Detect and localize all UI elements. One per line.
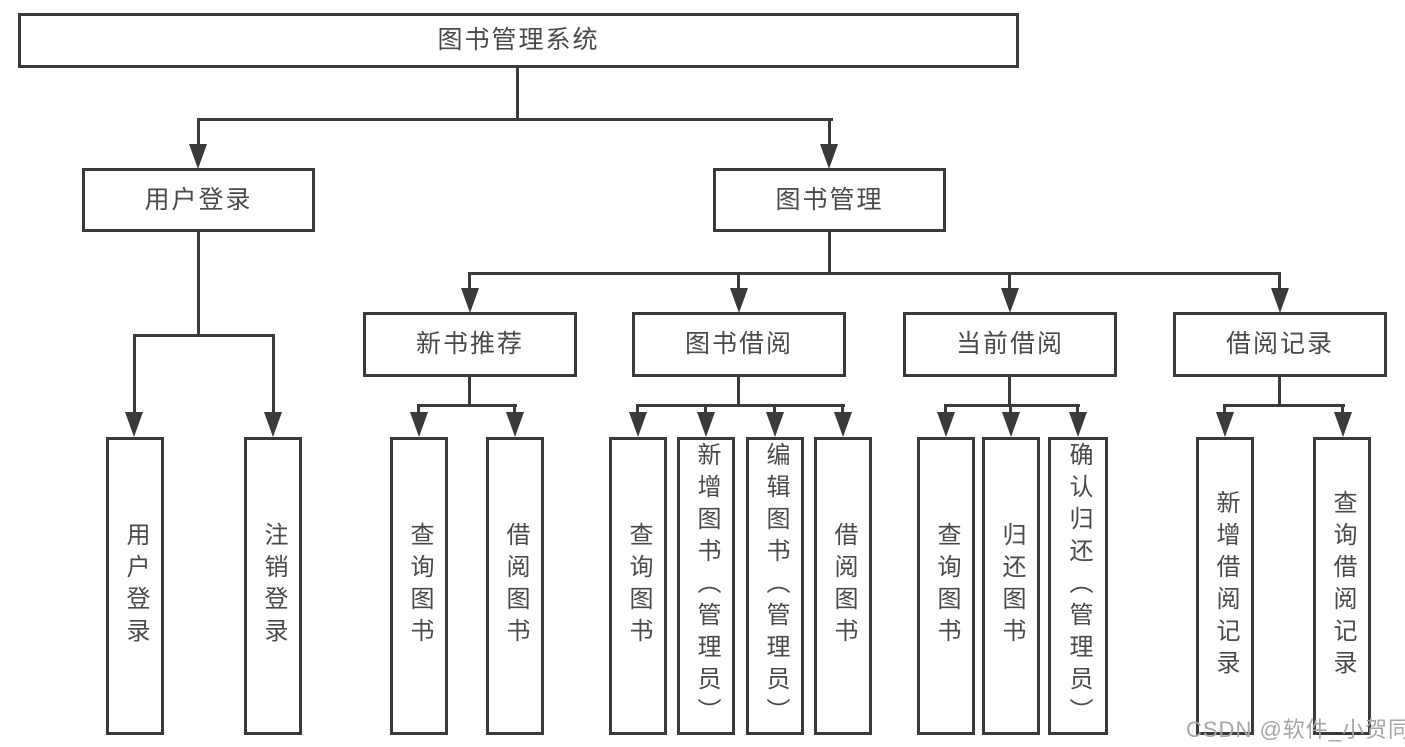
edge-current-hline xyxy=(944,404,1080,407)
edge-borrow-stub xyxy=(773,404,776,416)
node-user-login: 用户登录 xyxy=(82,168,315,232)
leaf-user-login: 用户登录 xyxy=(106,437,164,735)
leaf-logout: 注销登录 xyxy=(244,437,302,735)
arrow-down-icon xyxy=(820,144,838,169)
edge-rec-vline xyxy=(468,377,471,407)
node-book-management-label: 图书管理 xyxy=(775,185,884,214)
leaf-label: 查询图书 xyxy=(406,522,433,650)
arrow-down-icon xyxy=(125,412,143,437)
edge-login-right-stub xyxy=(272,334,275,416)
arrow-down-icon xyxy=(1069,412,1087,437)
arrow-down-icon xyxy=(937,412,955,437)
leaf-label: 注销登录 xyxy=(260,522,287,650)
arrow-down-icon xyxy=(264,412,282,437)
arrow-down-icon xyxy=(629,412,647,437)
leaf-label: 查询借阅记录 xyxy=(1329,490,1356,682)
leaf-query-borrow-record: 查询借阅记录 xyxy=(1313,437,1371,735)
leaf-label: 用户登录 xyxy=(122,522,149,650)
leaf-label: 归还图书 xyxy=(998,522,1025,650)
edge-borrow-vline xyxy=(737,377,740,407)
leaf-label: 编辑图书（管理员） xyxy=(762,442,789,730)
edge-current-stub xyxy=(944,404,947,416)
edge-to-rec-stub xyxy=(468,272,471,292)
leaf-add-borrow-record: 新增借阅记录 xyxy=(1196,437,1254,735)
edge-records-stub xyxy=(1223,404,1226,416)
arrow-down-icon xyxy=(506,412,524,437)
arrow-down-icon xyxy=(730,288,748,313)
leaf-query-books-borrow: 查询图书 xyxy=(609,437,667,735)
leaf-confirm-return-admin: 确认归还（管理员） xyxy=(1048,437,1108,735)
edge-current-stub xyxy=(1076,404,1079,416)
node-book-borrow-label: 图书借阅 xyxy=(684,330,793,358)
node-borrow-records-label: 借阅记录 xyxy=(1225,330,1334,358)
edge-to-borrow-stub xyxy=(737,272,740,292)
edge-login-left-stub xyxy=(133,334,136,416)
arrow-down-icon xyxy=(1001,288,1019,313)
leaf-label: 借阅图书 xyxy=(830,522,857,650)
leaf-label: 确认归还（管理员） xyxy=(1065,442,1092,730)
edge-current-stub xyxy=(1009,404,1012,416)
arrow-down-icon xyxy=(766,412,784,437)
leaf-add-book-admin: 新增图书（管理员） xyxy=(677,437,735,735)
edge-borrow-hline xyxy=(636,404,845,407)
edge-records-hline xyxy=(1223,404,1345,407)
leaf-label: 查询图书 xyxy=(625,522,652,650)
edge-to-records-stub xyxy=(1278,272,1281,292)
edge-root-vline xyxy=(516,68,519,120)
leaf-label: 新增借阅记录 xyxy=(1212,490,1239,682)
edge-records-stub xyxy=(1341,404,1344,416)
arrow-down-icon xyxy=(410,412,428,437)
node-user-login-label: 用户登录 xyxy=(144,185,253,214)
edge-login-hline xyxy=(133,334,275,337)
node-book-management: 图书管理 xyxy=(713,168,946,232)
node-current-borrow: 当前借阅 xyxy=(903,312,1117,377)
node-new-book-recommend-label: 新书推荐 xyxy=(415,330,524,358)
node-new-book-recommend: 新书推荐 xyxy=(363,312,577,377)
leaf-borrow-books-recommend: 借阅图书 xyxy=(486,437,544,735)
edge-borrow-stub xyxy=(636,404,639,416)
arrow-down-icon xyxy=(189,144,207,169)
edge-current-vline xyxy=(1008,377,1011,407)
arrow-down-icon xyxy=(834,412,852,437)
edge-to-book-mgmt-stub xyxy=(828,118,831,148)
edge-rec-stub xyxy=(417,404,420,416)
edge-rec-hline xyxy=(418,404,517,407)
arrow-down-icon xyxy=(1002,412,1020,437)
node-borrow-records: 借阅记录 xyxy=(1173,312,1387,377)
leaf-borrow-books: 借阅图书 xyxy=(814,437,872,735)
leaf-return-book: 归还图书 xyxy=(982,437,1040,735)
leaf-edit-book-admin: 编辑图书（管理员） xyxy=(746,437,804,735)
leaf-label: 新增图书（管理员） xyxy=(693,442,720,730)
node-root-label: 图书管理系统 xyxy=(437,26,600,54)
arrow-down-icon xyxy=(1334,412,1352,437)
edge-root-hline xyxy=(197,118,833,121)
edge-to-user-login-stub xyxy=(197,118,200,148)
arrow-down-icon xyxy=(1216,412,1234,437)
leaf-query-books-recommend: 查询图书 xyxy=(390,437,448,735)
node-root: 图书管理系统 xyxy=(18,13,1019,68)
node-current-borrow-label: 当前借阅 xyxy=(955,330,1064,358)
leaf-label: 查询图书 xyxy=(933,522,960,650)
edge-login-vline xyxy=(197,232,200,337)
edge-borrow-stub xyxy=(841,404,844,416)
leaf-label: 借阅图书 xyxy=(502,522,529,650)
edge-mgmt-vline xyxy=(828,232,831,274)
watermark: CSDN @软件_小贺同学 xyxy=(1186,717,1405,742)
edge-records-vline xyxy=(1278,377,1281,407)
arrow-down-icon xyxy=(461,288,479,313)
arrow-down-icon xyxy=(697,412,715,437)
edge-mgmt-hline xyxy=(469,272,1281,275)
edge-to-current-stub xyxy=(1008,272,1011,292)
node-book-borrow: 图书借阅 xyxy=(632,312,846,377)
edge-borrow-stub xyxy=(704,404,707,416)
edge-rec-stub xyxy=(513,404,516,416)
arrow-down-icon xyxy=(1271,288,1289,313)
leaf-query-books-current: 查询图书 xyxy=(917,437,975,735)
